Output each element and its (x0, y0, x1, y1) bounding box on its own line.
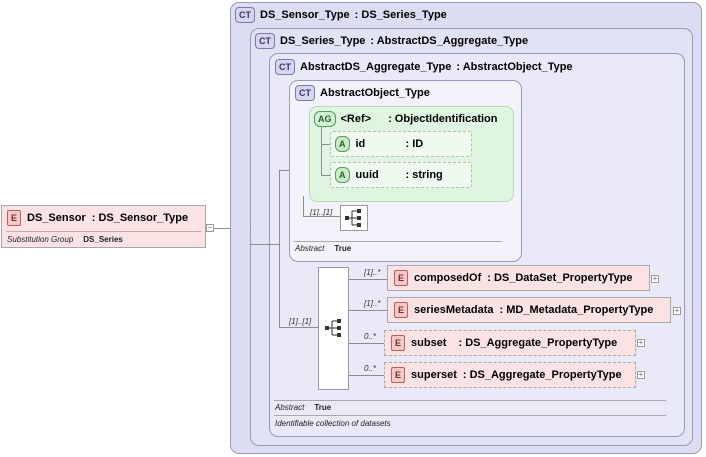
connector-line (279, 327, 319, 328)
connector-line (214, 228, 230, 229)
sequence-occurrence: [1]..[1] (310, 208, 333, 217)
element-occurrence: 0..* (364, 364, 377, 373)
complex-type-extension-icon: CT (275, 59, 295, 75)
connector-line (349, 310, 388, 311)
expand-toggle[interactable]: + (637, 370, 645, 379)
element-icon: E (394, 302, 409, 318)
root-element-name: DS_Sensor (27, 212, 86, 224)
element-name: subset (411, 337, 447, 349)
connector-line (349, 279, 388, 280)
attribute-uuid[interactable]: A uuid : string (330, 162, 472, 188)
sequence-compositor[interactable] (318, 267, 349, 390)
complex-type-header: CT AbstractDS_Aggregate_Type : AbstractO… (275, 59, 573, 75)
attribute-type: : string (405, 169, 443, 181)
complex-type-header: CT AbstractObject_Type (295, 85, 430, 101)
element-type: : DS_Aggregate_PropertyType (458, 337, 618, 349)
element-type: : MD_Metadata_PropertyType (499, 304, 654, 316)
attribute-type: : ID (405, 138, 424, 150)
element-name: seriesMetadata (414, 304, 494, 316)
element-type: : DS_Aggregate_PropertyType (462, 369, 622, 381)
sequence-icon (345, 209, 361, 227)
complex-type-icon: CT (295, 85, 315, 101)
element-icon: E (7, 210, 22, 226)
complex-type-name: AbstractObject_Type (320, 87, 430, 99)
connector-line (279, 170, 280, 328)
element-icon: E (391, 335, 406, 351)
abstract-label: Abstract (275, 403, 305, 412)
complex-type-name: AbstractDS_Aggregate_Type (300, 61, 452, 73)
sequence-compositor[interactable] (340, 205, 368, 231)
root-element-box[interactable]: E DS_Sensor : DS_Sensor_Type Substitutio… (1, 205, 206, 248)
connector-line (279, 170, 289, 171)
expand-toggle[interactable]: + (673, 306, 681, 315)
element-occurrence: 0..* (364, 332, 377, 341)
connector-line (303, 196, 304, 217)
attribute-name: uuid (355, 169, 379, 181)
expand-toggle[interactable]: + (637, 338, 645, 347)
attribute-id[interactable]: A id : ID (330, 131, 472, 157)
element-icon: E (391, 367, 406, 383)
complex-type-name: DS_Sensor_Type (260, 9, 350, 21)
connector-line (349, 343, 384, 344)
attribute-icon: A (335, 167, 350, 183)
sequence-occurrence: [1]..[1] (289, 317, 312, 326)
expand-toggle[interactable]: + (651, 274, 659, 283)
sequence-icon (325, 319, 341, 337)
divider (274, 415, 666, 416)
complex-type-base: : AbstractDS_Aggregate_Type (370, 35, 529, 47)
substitution-group-label: Substitution Group (7, 235, 74, 244)
complex-type-extension-icon: CT (235, 7, 255, 23)
divider (294, 241, 502, 242)
abstract-value: True (314, 403, 332, 412)
divider (274, 400, 666, 401)
abstract-value: True (334, 244, 352, 253)
attribute-group-name: <Ref> (340, 113, 372, 125)
element-type: : DS_DataSet_PropertyType (487, 272, 633, 284)
abstract-property: Abstract True (275, 403, 331, 412)
attribute-group-icon: AG (314, 111, 336, 127)
element-occurrence: [1]..* (364, 299, 381, 308)
substitution-group-value: DS_Series (83, 235, 123, 244)
connector-line (250, 244, 280, 245)
element-subset[interactable]: E subset : DS_Aggregate_PropertyType (384, 330, 636, 356)
element-superset[interactable]: E superset : DS_Aggregate_PropertyType (384, 362, 636, 388)
element-occurrence: [1]..* (364, 268, 381, 277)
element-name: superset (411, 369, 457, 381)
complex-type-extension-icon: CT (255, 33, 275, 49)
connector-line (250, 228, 251, 229)
attribute-icon: A (335, 136, 350, 152)
complex-type-header: CT DS_Sensor_Type : DS_Series_Type (235, 7, 447, 23)
complex-type-base: : DS_Series_Type (354, 9, 447, 21)
element-series-metadata[interactable]: E seriesMetadata : MD_Metadata_PropertyT… (387, 297, 671, 323)
element-composed-of[interactable]: E composedOf : DS_DataSet_PropertyType (387, 265, 650, 291)
connector-line (321, 126, 322, 176)
attribute-name: id (355, 138, 366, 150)
root-collapse-toggle[interactable]: − (206, 223, 214, 232)
connector-line (349, 375, 384, 376)
connector-line (321, 175, 333, 176)
root-element-type: : DS_Sensor_Type (91, 212, 189, 224)
complex-type-name: DS_Series_Type (280, 35, 366, 47)
attribute-group-type: : ObjectIdentification (388, 113, 498, 125)
attribute-group-header: AG <Ref> : ObjectIdentification (314, 111, 497, 127)
abstract-property: Abstract True (295, 244, 351, 253)
element-icon: E (394, 270, 409, 286)
abstract-label: Abstract (295, 244, 325, 253)
connector-line (321, 144, 333, 145)
complex-type-base: : AbstractObject_Type (456, 61, 573, 73)
connector-line (303, 216, 340, 217)
documentation-text: Identifiable collection of datasets (275, 419, 391, 428)
element-name: composedOf (414, 272, 482, 284)
complex-type-header: CT DS_Series_Type : AbstractDS_Aggregate… (255, 33, 528, 49)
